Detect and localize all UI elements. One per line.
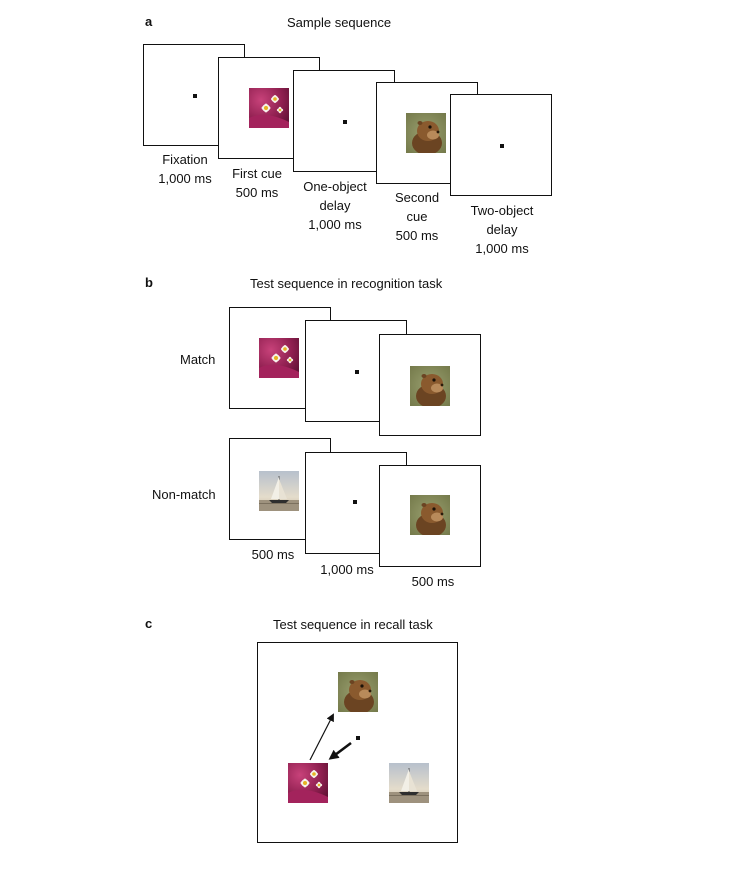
caption-fixation: Fixation 1,000 ms [158, 152, 212, 186]
row-label-non-match: Non-match [152, 487, 216, 502]
timing-label-delay: 1,000 ms [320, 562, 374, 577]
timing-label-test: 500 ms [251, 547, 295, 562]
fixation-dot-icon [356, 736, 360, 740]
marmot-image-icon [410, 366, 450, 406]
panel-b-label: b [145, 275, 153, 290]
arrow-icon [328, 741, 352, 760]
panel-c-title: Test sequence in recall task [273, 617, 433, 632]
sailboat-image-icon [259, 471, 299, 511]
panel-a-label: a [145, 14, 153, 29]
arrows [309, 713, 352, 761]
two-object-delay-frame [450, 94, 552, 196]
match-probe-frame [379, 334, 481, 436]
row-label-match: Match [180, 352, 216, 367]
panel-c-label: c [145, 616, 153, 631]
caption-two-object-delay: Two-object delay 1,000 ms [470, 203, 534, 256]
caption-first-cue: First cue 500 ms [232, 166, 282, 200]
fixation-dot-icon [355, 370, 359, 374]
flower-image-icon [259, 338, 299, 378]
marmot-image-icon [406, 113, 446, 153]
flower-image-icon [249, 88, 289, 128]
panel-b-title: Test sequence in recognition task [250, 276, 443, 291]
marmot-image-icon [410, 495, 450, 535]
caption-one-object-delay: One-object delay 1,000 ms [303, 179, 367, 232]
fixation-dot-icon [193, 94, 197, 98]
fixation-dot-icon [353, 500, 357, 504]
timing-label-probe: 500 ms [411, 574, 455, 589]
non-match-probe-frame [379, 465, 481, 567]
recall-display-frame [257, 642, 458, 843]
fixation-dot-icon [500, 144, 504, 148]
arrow-icon [309, 713, 334, 761]
fixation-dot-icon [343, 120, 347, 124]
panel-a-title: Sample sequence [287, 15, 392, 30]
caption-second-cue: Second cue 500 ms [394, 190, 440, 243]
